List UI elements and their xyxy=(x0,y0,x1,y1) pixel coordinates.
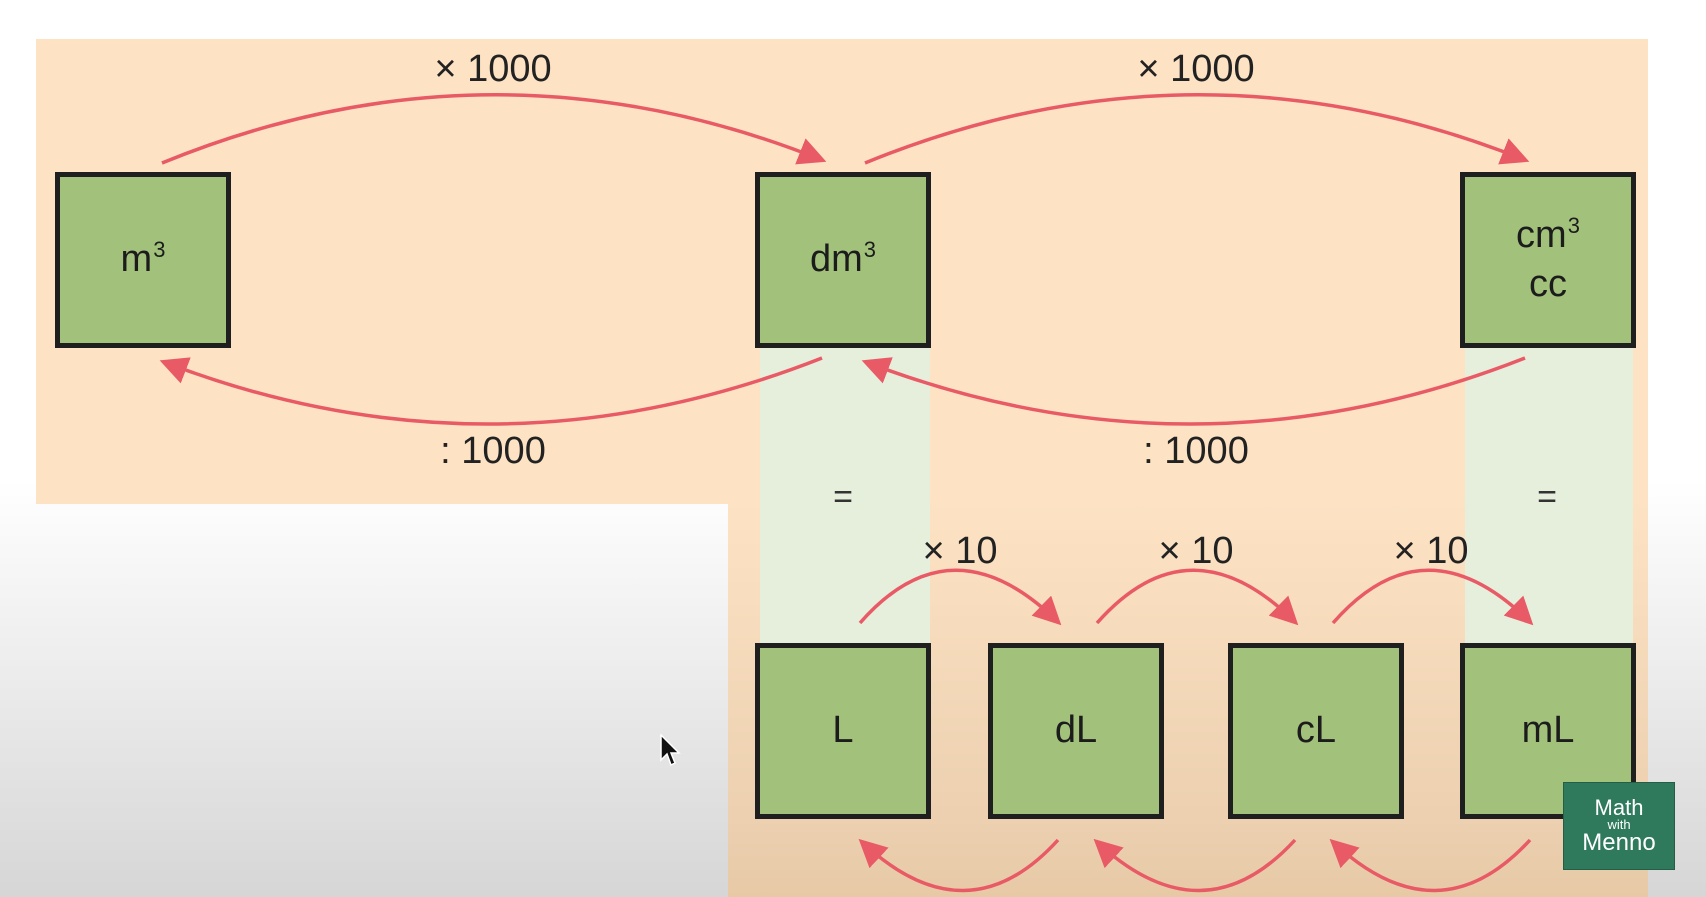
unit-label-l: L xyxy=(832,709,854,752)
unit-label-dl: dL xyxy=(1054,709,1098,752)
arrow-dm3-to-m3 xyxy=(159,356,823,426)
arrow-dl-to-cl xyxy=(1095,568,1299,626)
unit-box-m3: m3 xyxy=(55,172,231,348)
arrow-cl-to-ml xyxy=(1331,568,1534,626)
arrow-m3-to-dm3 xyxy=(161,93,827,165)
unit-exponent-dm3: 3 xyxy=(863,237,877,263)
logo-text-menno: Menno xyxy=(1582,829,1656,856)
unit-box-cl: cL xyxy=(1228,643,1404,819)
unit-label-dm3: dm xyxy=(809,238,863,281)
arrow-l-to-dl xyxy=(858,568,1062,626)
channel-logo: Math with Menno xyxy=(1564,783,1674,869)
unit-exponent-m3: 3 xyxy=(153,237,166,263)
unit-box-dm3: dm3 xyxy=(755,172,931,348)
unit-label-cl: cL xyxy=(1295,709,1337,752)
unit-label-ml: mL xyxy=(1521,709,1575,752)
unit-exponent-cm3: 3 xyxy=(1567,212,1580,238)
label-multiply-10-dl-cl: × 10 xyxy=(1158,530,1234,572)
arrow-ml-to-cl xyxy=(1329,838,1532,893)
arrow-dm3-to-cm3 xyxy=(864,93,1530,165)
equivalence-band-cc-ml xyxy=(1465,345,1633,645)
unit-label-m3: m xyxy=(120,238,153,281)
unit-box-l: L xyxy=(755,643,931,819)
label-multiply-1000-left: × 1000 xyxy=(434,48,552,90)
logo-text-with: with xyxy=(1607,817,1631,832)
logo-text-math: Math xyxy=(1594,795,1644,820)
unit-box-cm3: cm3 cc xyxy=(1460,172,1636,348)
label-multiply-10-l-dl: × 10 xyxy=(922,530,998,572)
label-multiply-10-cl-ml: × 10 xyxy=(1393,530,1469,572)
equals-sign-right: = xyxy=(1537,478,1557,516)
unit-label-cm3: cm xyxy=(1516,213,1567,256)
equals-sign-left: = xyxy=(833,478,853,516)
mouse-cursor-icon xyxy=(660,734,681,767)
unit-box-dl: dL xyxy=(988,643,1164,819)
label-divide-1000-left: : 1000 xyxy=(440,430,546,472)
arrow-dl-to-l xyxy=(858,838,1060,893)
label-multiply-1000-right: × 1000 xyxy=(1137,48,1255,90)
arrow-cl-to-dl xyxy=(1093,838,1297,893)
unit-label-cc: cc xyxy=(1529,263,1567,305)
arrow-cm3-to-dm3 xyxy=(861,356,1526,426)
label-divide-1000-right: : 1000 xyxy=(1143,430,1249,472)
equivalence-band-dm3-l xyxy=(760,345,930,645)
